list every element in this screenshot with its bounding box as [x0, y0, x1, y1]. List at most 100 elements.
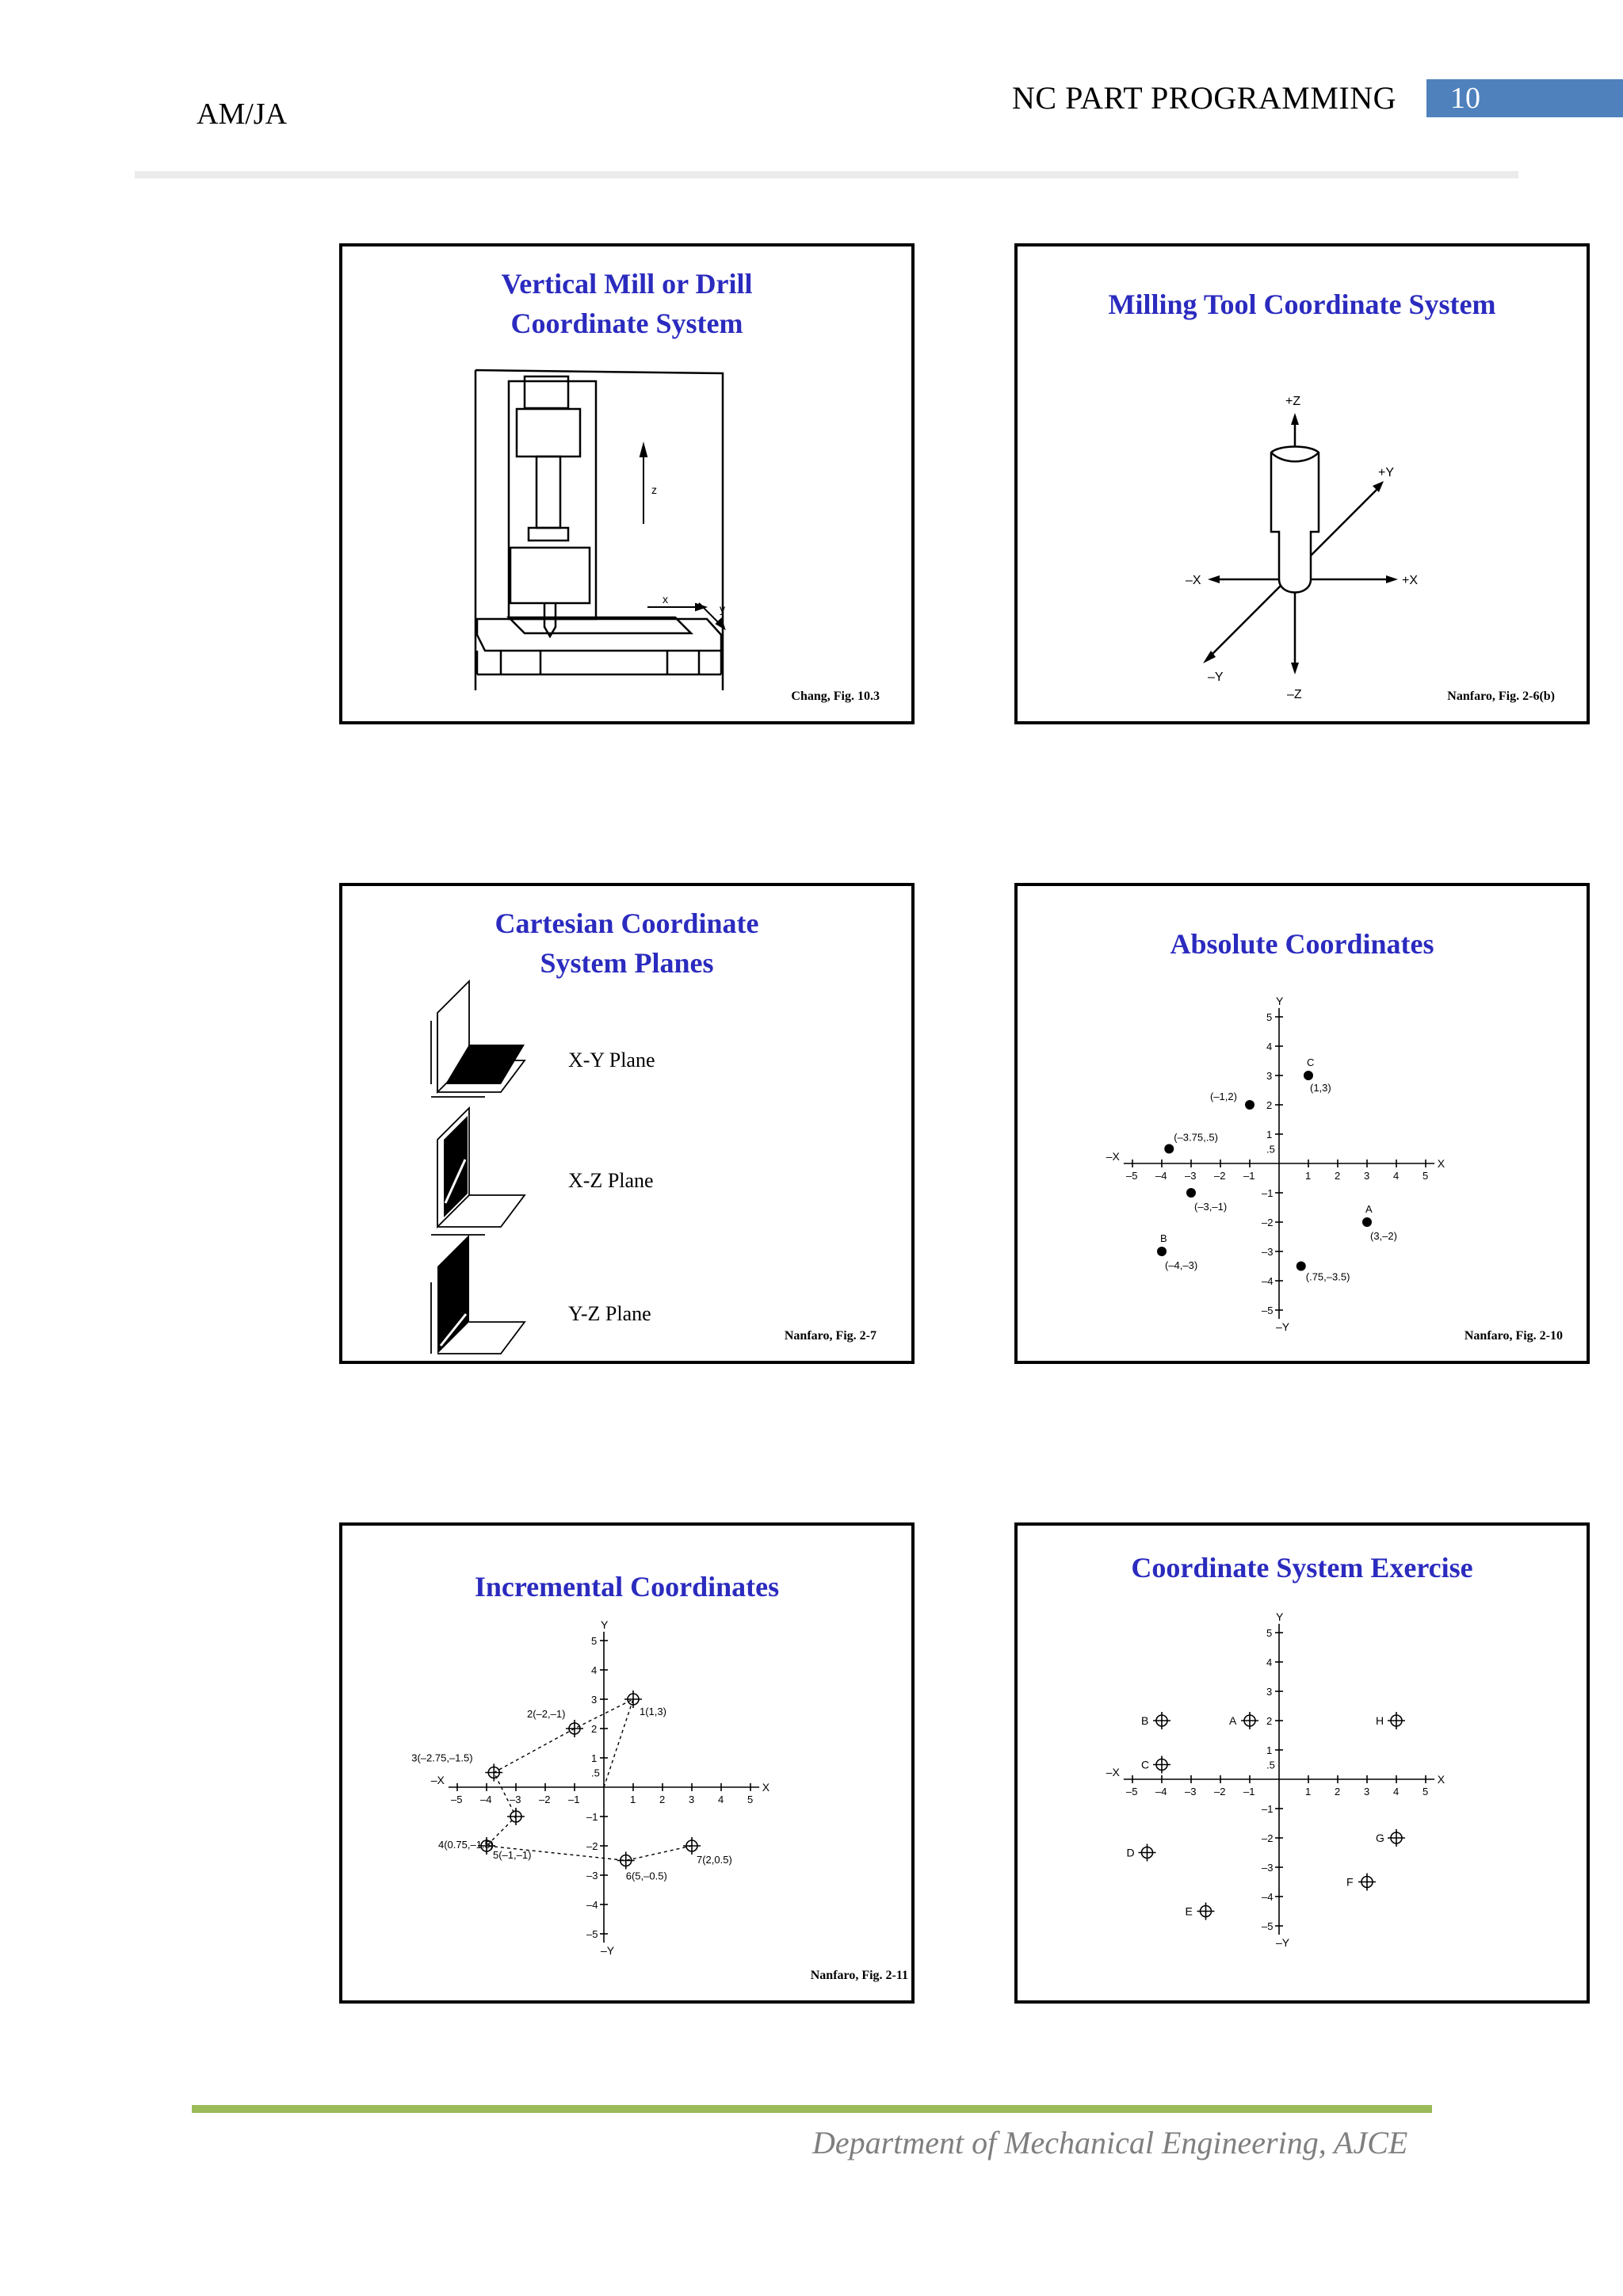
header-left-text: AM/JA — [197, 97, 288, 131]
point-label: H — [1376, 1714, 1384, 1727]
x-tick-label: 4 — [1393, 1786, 1399, 1797]
point-label: 6(5,–0.5) — [626, 1870, 667, 1882]
xz-plane-diagram — [431, 1106, 526, 1236]
slide-title-line-1: Vertical Mill or Drill — [501, 268, 753, 300]
x-tick-label: 3 — [1364, 1786, 1369, 1797]
x-tick-label: 5 — [1423, 1170, 1428, 1182]
x-tick-label: 4 — [718, 1794, 724, 1805]
yz-plane-label: Y-Z Plane — [568, 1302, 651, 1325]
xy-plane-label: X-Y Plane — [568, 1049, 655, 1072]
point-marker — [507, 1808, 525, 1825]
header-divider — [135, 171, 1518, 178]
x-tick-label: –5 — [1126, 1786, 1137, 1797]
point-label: 4(0.75,–1.5) — [438, 1839, 494, 1851]
x-tick-label: 1 — [1305, 1170, 1311, 1182]
y-tick-label: 1 — [1266, 1744, 1272, 1756]
x-tick-label: 5 — [747, 1794, 753, 1805]
y-tick-label: –2 — [1262, 1832, 1273, 1844]
point-letter-label: B — [1160, 1232, 1167, 1244]
slide-title-line-1: Cartesian Coordinate — [495, 907, 759, 939]
y-tick-label: –5 — [586, 1928, 598, 1940]
point-marker — [617, 1851, 635, 1870]
y-tick-label: 4 — [591, 1664, 597, 1676]
x-neg-axis-label: –X — [1106, 1150, 1121, 1163]
y-tick-label: .5 — [1266, 1759, 1275, 1771]
x-tick-label: –4 — [1155, 1170, 1167, 1182]
point-marker — [478, 1837, 495, 1855]
slide-title-line-2: System Planes — [540, 947, 714, 979]
x-tick-label: 2 — [1335, 1786, 1340, 1797]
x-tick-label: 4 — [1393, 1170, 1399, 1182]
y-tick-label: 3 — [1266, 1686, 1272, 1698]
point-coordinate-label: (–4,–3) — [1165, 1259, 1197, 1271]
x-tick-label: 1 — [1305, 1786, 1311, 1797]
slide-title: Coordinate System Exercise — [1131, 1552, 1473, 1584]
y-tick-label: –3 — [586, 1870, 598, 1881]
x-tick-label: –3 — [1185, 1786, 1196, 1797]
x-tick-label: –3 — [1185, 1170, 1196, 1182]
data-point — [1164, 1144, 1174, 1154]
y-tick-label: –4 — [586, 1899, 598, 1911]
y-tick-label: 4 — [1266, 1656, 1272, 1668]
figure-caption: Nanfaro, Fig. 2-11 — [810, 1969, 908, 1982]
point-marker — [1153, 1712, 1170, 1729]
figure-caption: Nanfaro, Fig. 2-10 — [1464, 1329, 1563, 1343]
x-axis-label: X — [1438, 1773, 1445, 1786]
x-axis-label: X — [1438, 1157, 1445, 1170]
y-tick-label: –1 — [586, 1811, 598, 1823]
y-tick-label: –5 — [1262, 1305, 1273, 1316]
point-marker — [1197, 1902, 1215, 1920]
x-tick-label: 5 — [1423, 1786, 1428, 1797]
x-tick-label: 3 — [689, 1794, 694, 1805]
y-tick-label: 5 — [1266, 1627, 1272, 1639]
x-tick-label: –5 — [451, 1794, 462, 1805]
point-marker — [1388, 1712, 1405, 1729]
yz-plane-diagram — [430, 1235, 526, 1362]
x-tick-label: –2 — [1214, 1786, 1225, 1797]
y-axis-label: Y — [1276, 995, 1284, 1007]
point-marker — [683, 1837, 701, 1855]
point-marker — [485, 1763, 503, 1782]
point-coordinate-label: (1,3) — [1310, 1082, 1331, 1094]
incremental-coordinates-plot: 1–55–12–44–23–33–34–22–45–11–5.5Y–YX–X1(… — [411, 1618, 770, 1957]
y-tick-label: –3 — [1262, 1246, 1273, 1258]
y-tick-label: 2 — [591, 1723, 597, 1735]
data-point — [1157, 1247, 1167, 1256]
x-tick-label: 2 — [659, 1794, 665, 1805]
x-neg-axis-label: –X — [1106, 1766, 1121, 1778]
x-tick-label: –5 — [1126, 1170, 1137, 1182]
point-label: D — [1127, 1847, 1135, 1859]
y-tick-label: 5 — [591, 1635, 597, 1647]
y-neg-axis-label: –Y — [1276, 1936, 1290, 1949]
axes — [1123, 1623, 1435, 1935]
data-point — [1362, 1217, 1372, 1227]
point-label: F — [1346, 1876, 1354, 1889]
point-label: E — [1186, 1905, 1193, 1918]
point-marker — [624, 1690, 642, 1708]
data-point — [1304, 1071, 1313, 1080]
plus-y-label: +Y — [1378, 466, 1394, 479]
point-marker — [1358, 1873, 1376, 1891]
plus-z-label: +Z — [1285, 395, 1300, 408]
x-tick-label: –4 — [480, 1794, 491, 1805]
page-number-badge: 10 — [1426, 79, 1623, 117]
data-point — [1245, 1100, 1254, 1110]
y-axis-label: Y — [1276, 1610, 1284, 1623]
x-tick-label: –1 — [1243, 1170, 1254, 1182]
data-point — [1186, 1188, 1196, 1198]
page-number: 10 — [1450, 82, 1480, 115]
y-neg-axis-label: –Y — [1276, 1320, 1290, 1333]
y-tick-label: 1 — [591, 1752, 597, 1764]
point-label: 5(–1,–1) — [493, 1849, 531, 1861]
point-marker — [1153, 1755, 1170, 1774]
point-label: A — [1229, 1714, 1237, 1727]
y-tick-label: 5 — [1266, 1011, 1272, 1023]
y-tick-label: 3 — [1266, 1070, 1272, 1082]
x-tick-label: 1 — [630, 1794, 636, 1805]
xz-plane-label: X-Z Plane — [568, 1169, 654, 1192]
y-axis-label: Y — [601, 1618, 609, 1631]
point-marker — [1241, 1712, 1258, 1729]
y-neg-axis-label: –Y — [601, 1944, 615, 1957]
